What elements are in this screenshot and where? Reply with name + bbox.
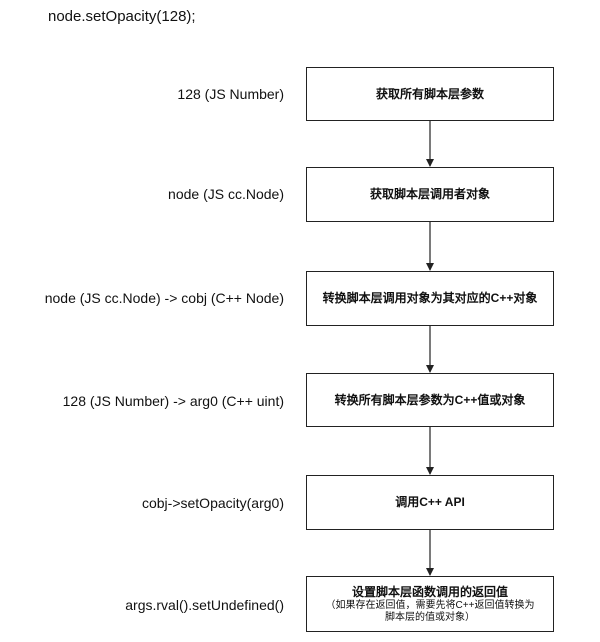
- step-6-box-note-1: （如果存在返回值，需要先将C++返回值转换为: [325, 599, 535, 611]
- step-1-box-text: 获取所有脚本层参数: [375, 86, 484, 101]
- code-header: node.setOpacity(128);: [48, 8, 196, 25]
- step-5-box-text: 调用C++ API: [395, 495, 465, 509]
- step-3-label: node (JS cc.Node) -> cobj (C++ Node): [44, 290, 284, 306]
- step-3-box: 转换脚本层调用对象为其对应的C++对象: [306, 271, 554, 326]
- step-6-box-note-2: 脚本层的值或对象）: [385, 611, 475, 623]
- step-1-label: 128 (JS Number): [177, 86, 284, 102]
- step-4-box-text: 转换所有脚本层参数为C++值或对象: [334, 392, 526, 407]
- step-3-box-text: 转换脚本层调用对象为其对应的C++对象: [322, 291, 538, 305]
- step-1-box: 获取所有脚本层参数: [306, 67, 554, 121]
- step-5-box: 调用C++ API: [306, 475, 554, 530]
- step-2-label: node (JS cc.Node): [168, 186, 284, 202]
- step-6-label: args.rval().setUndefined(): [125, 597, 284, 613]
- step-4-label: 128 (JS Number) -> arg0 (C++ uint): [62, 393, 284, 409]
- step-6-box-title: 设置脚本层函数调用的返回值: [351, 584, 508, 599]
- step-2-box: 获取脚本层调用者对象: [306, 167, 554, 222]
- step-5-label: cobj->setOpacity(arg0): [141, 495, 284, 511]
- step-6-box: 设置脚本层函数调用的返回值 （如果存在返回值，需要先将C++返回值转换为 脚本层…: [306, 576, 554, 632]
- step-4-box: 转换所有脚本层参数为C++值或对象: [306, 373, 554, 427]
- step-2-box-text: 获取脚本层调用者对象: [369, 187, 490, 201]
